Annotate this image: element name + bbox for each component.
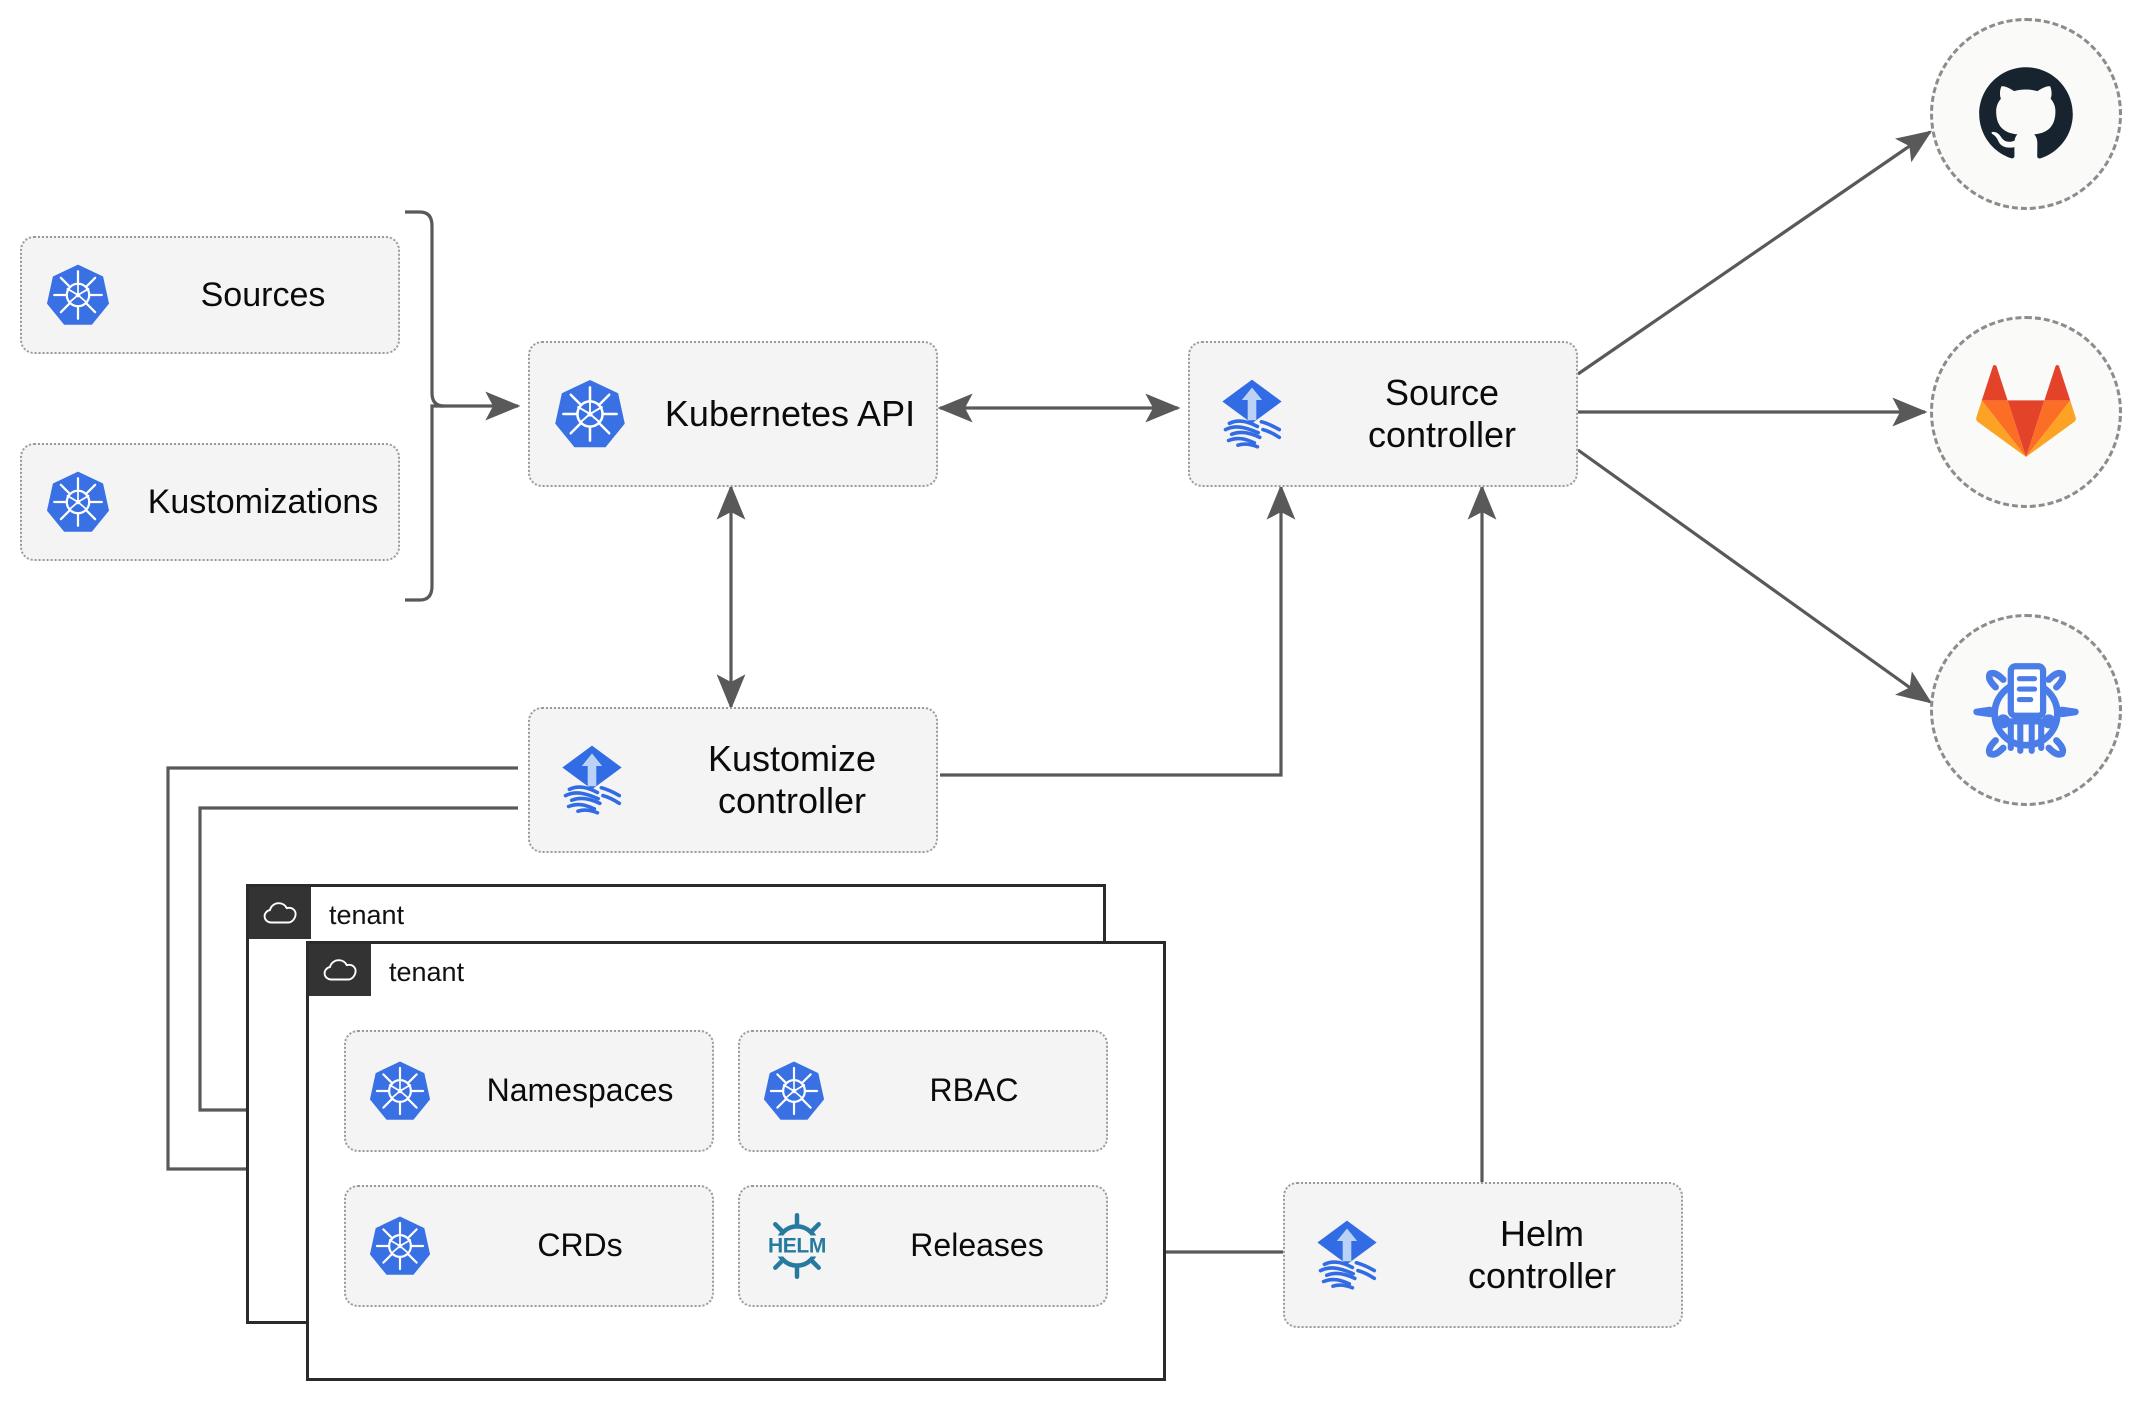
node-releases-label: Releases	[910, 1227, 1044, 1264]
flux-icon	[530, 741, 654, 819]
tenant-label-outer: tenant	[329, 900, 405, 930]
node-sources-label: Sources	[200, 275, 326, 314]
node-rbac[interactable]: RBAC	[738, 1030, 1108, 1152]
kubernetes-icon	[530, 377, 650, 451]
wire-source-to-github	[1577, 130, 1933, 376]
wire-bracket-sources	[405, 210, 445, 602]
node-helm-controller[interactable]: Helm controller	[1283, 1182, 1683, 1328]
node-kustomize-controller[interactable]: Kustomize controller	[528, 707, 938, 853]
node-source-controller[interactable]: Source controller	[1188, 341, 1578, 487]
tenant-box-inner: tenant	[306, 941, 1166, 1381]
node-kustomize-controller-label: Kustomize controller	[707, 737, 877, 821]
node-kustomizations[interactable]: Kustomizations	[20, 443, 400, 561]
cloud-icon	[323, 959, 357, 981]
kubernetes-icon	[22, 262, 134, 328]
svg-text:HELM: HELM	[768, 1234, 826, 1257]
wire-kustomize-to-source	[940, 484, 1296, 777]
node-github[interactable]	[1930, 18, 2122, 210]
flux-icon	[1285, 1216, 1409, 1294]
kubernetes-icon	[740, 1059, 848, 1123]
wire-kustomize-to-tenant-outer	[166, 766, 518, 1184]
helm-repo-icon	[1973, 663, 2079, 758]
kubernetes-icon	[346, 1059, 454, 1123]
github-icon	[1979, 67, 2073, 159]
node-helm-controller-label: Helm controller	[1467, 1212, 1617, 1296]
kubernetes-icon	[346, 1214, 454, 1278]
node-source-controller-label: Source controller	[1367, 371, 1517, 455]
flux-icon	[1190, 375, 1314, 453]
node-kubernetes-api[interactable]: Kubernetes API	[528, 341, 938, 487]
tenant-label-inner: tenant	[389, 957, 465, 987]
cloud-icon	[263, 902, 297, 924]
wire-source-to-helmrepo	[1577, 448, 1933, 704]
node-releases[interactable]: HELM Releases	[738, 1185, 1108, 1307]
tenant-tab-outer	[249, 887, 311, 939]
node-helm-repository[interactable]	[1930, 614, 2122, 806]
node-kustomizations-label: Kustomizations	[147, 482, 379, 521]
node-crds-label: CRDs	[537, 1227, 623, 1264]
node-kubernetes-api-label: Kubernetes API	[664, 392, 916, 434]
node-namespaces[interactable]: Namespaces	[344, 1030, 714, 1152]
node-namespaces-label: Namespaces	[486, 1072, 674, 1109]
gitlab-icon	[1976, 365, 2076, 457]
kubernetes-icon	[22, 469, 134, 535]
node-rbac-label: RBAC	[929, 1072, 1019, 1109]
tenant-tab-inner	[309, 944, 371, 996]
node-crds[interactable]: CRDs	[344, 1185, 714, 1307]
node-gitlab[interactable]	[1930, 316, 2122, 508]
node-sources[interactable]: Sources	[20, 236, 400, 354]
helm-icon: HELM	[740, 1212, 854, 1280]
